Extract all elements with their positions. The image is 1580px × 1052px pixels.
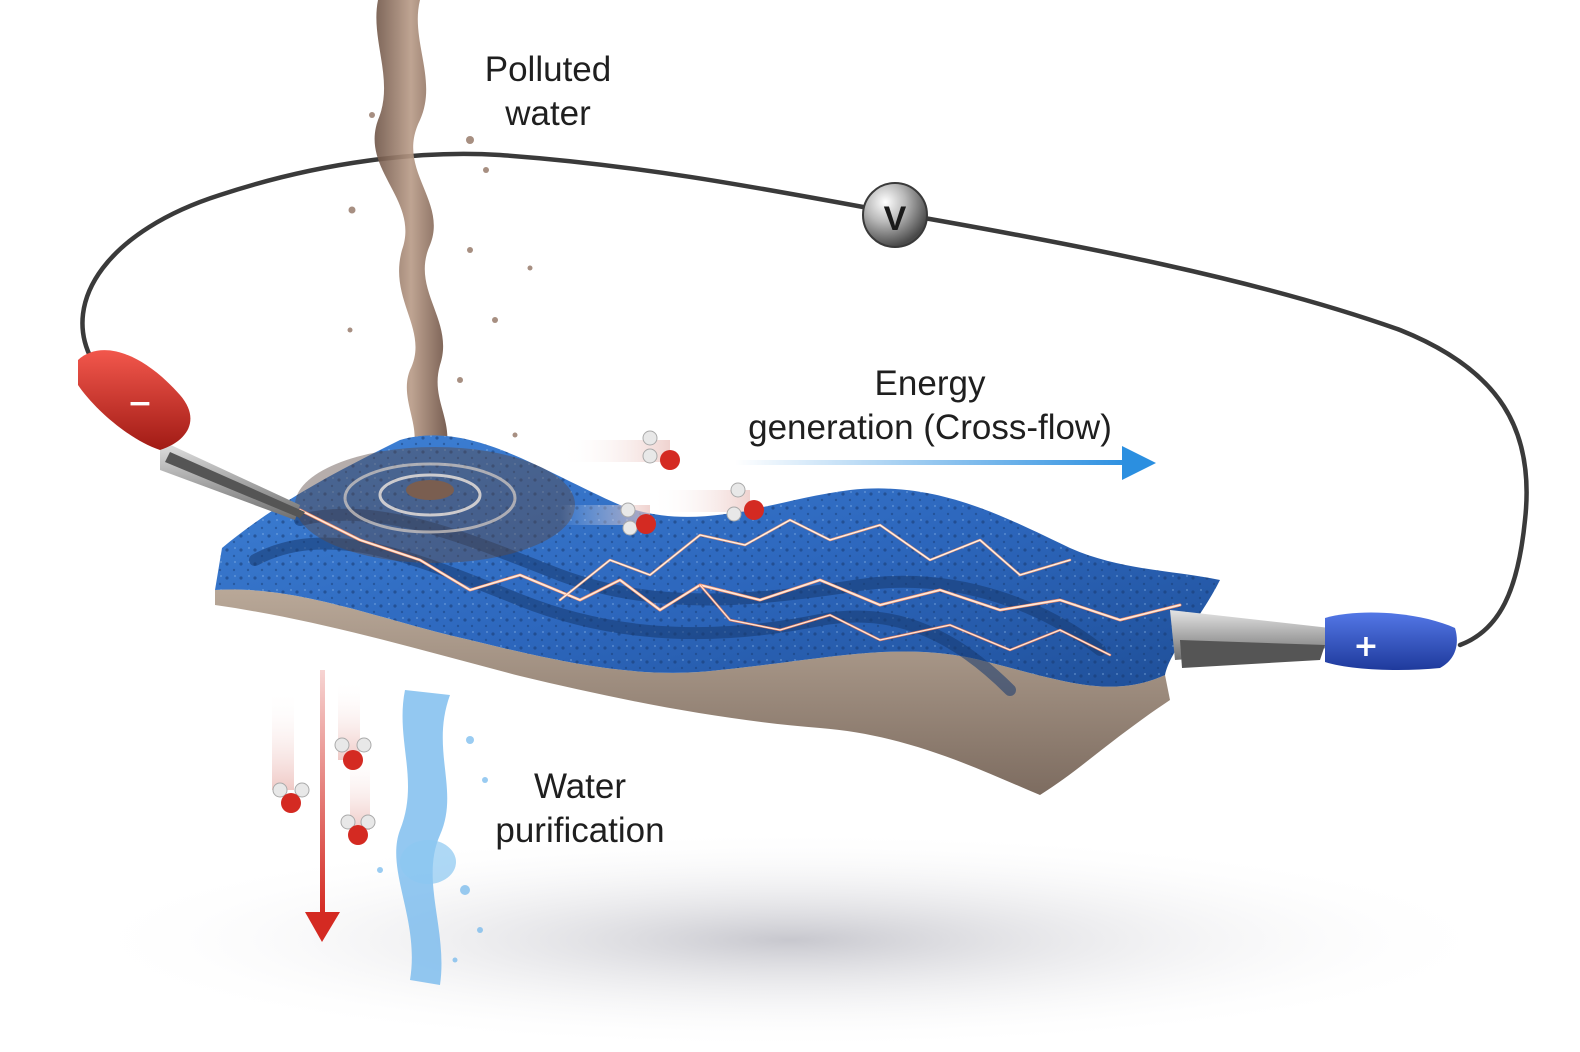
polluted-water-label-line1: Polluted [484, 50, 612, 89]
polluted-water-stream [374, 0, 448, 455]
water-purification-label-line1: Water [533, 767, 627, 806]
membrane-channels [249, 508, 1106, 696]
energy-generation-label: Energy generation (Cross-flow) [720, 362, 1140, 450]
clean-water-stream [396, 690, 450, 985]
positive-clip [1170, 610, 1457, 670]
voltmeter [862, 182, 928, 248]
energy-generation-label-line1: Energy [874, 364, 986, 403]
positive-symbol: + [1353, 629, 1378, 664]
purification-arrow-head [305, 912, 340, 942]
electric-sparks [298, 508, 1182, 657]
water-purification-label-line2: purification [495, 811, 665, 850]
negative-clip [78, 350, 305, 520]
purification-arrow-shaft [320, 670, 325, 915]
splash-ripple [295, 447, 575, 563]
polluted-droplets [347, 112, 533, 438]
falling-molecules [272, 680, 376, 845]
energy-generation-label-line2: generation (Cross-flow) [748, 408, 1112, 447]
energy-arrow-shaft [735, 460, 1130, 465]
negative-symbol: − [127, 386, 152, 421]
membrane-substrate [215, 589, 1170, 795]
clean-droplets [377, 736, 488, 963]
ground-shadow [70, 830, 1510, 1050]
energy-arrow-head [1122, 446, 1156, 480]
polluted-water-label: Polluted water [468, 48, 628, 136]
membrane-texture [215, 435, 1220, 687]
polluted-water-label-line2: water [505, 94, 591, 133]
water-purification-label: Water purification [470, 765, 690, 853]
voltmeter-symbol: V [884, 200, 907, 238]
flowing-molecules [560, 430, 764, 536]
